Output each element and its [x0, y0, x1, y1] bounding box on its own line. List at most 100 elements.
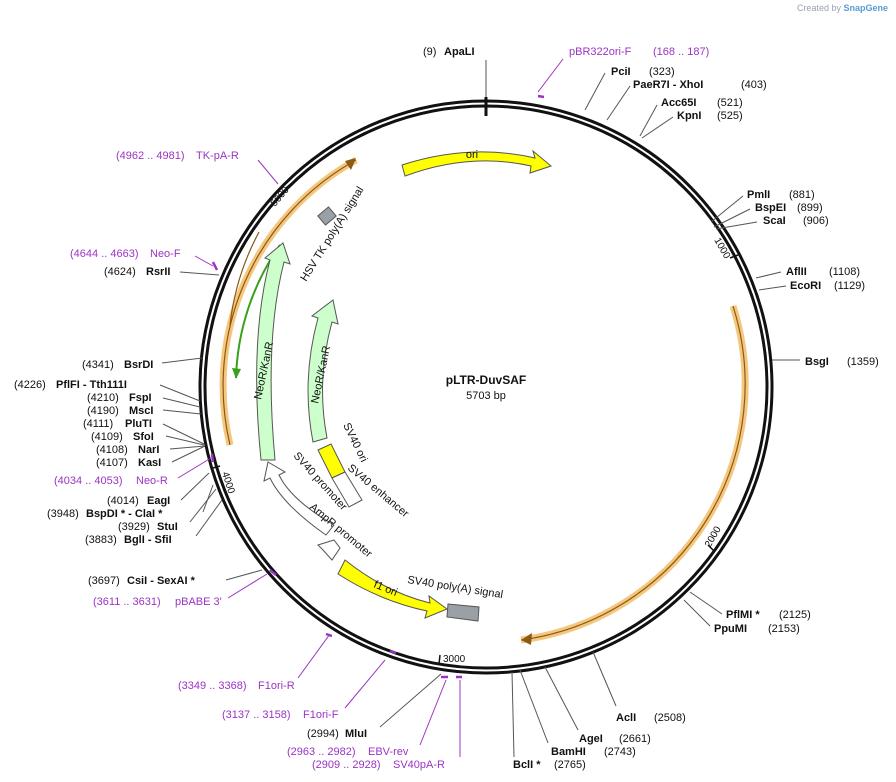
site-bsgi-name: BsgI — [805, 356, 829, 368]
feature-label-neor-outer: NeoR/KanR — [252, 341, 276, 401]
site-bamhi[interactable]: BamHI (2743) — [519, 669, 636, 758]
site-eagi[interactable]: (4014) EagI — [107, 472, 210, 507]
primer-pbabe-3-name: pBABE 3' — [175, 596, 222, 608]
site-bcli-name: BclI * — [513, 759, 541, 771]
primer-ebv-rev[interactable]: (2963 .. 2982) EBV-rev — [287, 675, 448, 758]
site-agei[interactable]: AgeI (2661) — [544, 666, 651, 745]
site-eagi-name: EagI — [147, 495, 170, 507]
site-rsrii-leader — [179, 271, 220, 276]
site-bsrdi-leader — [161, 357, 203, 364]
primer-sv40pa-r[interactable]: (2909 .. 2928) SV40pA-R — [312, 675, 462, 771]
tick-label-1000: 1000 — [711, 236, 732, 261]
primer-pbabe-3[interactable]: (3611 .. 3631) pBABE 3' — [93, 569, 277, 608]
site-kasi-leader — [171, 445, 206, 463]
site-acc65i[interactable]: Acc65I (521) — [639, 97, 743, 137]
site-mlui[interactable]: (2994) MluI — [307, 673, 442, 740]
primer-neo-f-range: (4644 .. 4663) — [70, 248, 139, 260]
site-rsrii[interactable]: (4624) RsrII — [104, 266, 220, 278]
site-bspei[interactable]: BspEI (899) — [713, 202, 823, 228]
site-aflii-name: AflII — [786, 266, 807, 278]
site-bsgi[interactable]: BsgI (1359) — [772, 356, 879, 368]
site-paer7i-pos: (403) — [741, 79, 767, 91]
site-kasi-name: KasI — [138, 457, 161, 469]
site-pmli-pos: (881) — [789, 189, 815, 201]
site-kasi[interactable]: (4107) KasI — [96, 445, 206, 469]
tick-mark-5000 — [285, 182, 293, 189]
site-pflfi-pos: (4226) — [14, 379, 46, 391]
site-pflmi-name: PflMI * — [726, 609, 760, 621]
site-pluti-pos: (4111) — [83, 418, 113, 430]
site-csii[interactable]: (3697) CsiI - SexAI * — [88, 569, 263, 587]
primer-f1ori-r-leader — [297, 633, 331, 679]
site-pflfi[interactable]: (4226) PflFI - Tth111I — [14, 379, 201, 402]
site-pmli-leader — [710, 195, 744, 223]
site-kpni[interactable]: KpnI (525) — [641, 110, 743, 139]
site-pluti-leader — [162, 423, 205, 445]
primer-neo-r[interactable]: (4034 .. 4053) Neo-R — [54, 453, 215, 487]
primer-f1ori-r[interactable]: (3349 .. 3368) F1ori-R — [178, 632, 333, 692]
site-pmli[interactable]: PmlI (881) — [710, 189, 815, 223]
feature-sv40-enhancer — [331, 471, 363, 508]
orf-arrowhead-green — [232, 368, 241, 379]
site-bgli-leader — [195, 499, 223, 537]
site-agei-pos: (2661) — [619, 733, 651, 745]
site-paer7i[interactable]: PaeR7I - XhoI (403) — [606, 79, 767, 121]
site-rsrii-name: RsrII — [146, 266, 170, 278]
site-sfoi-leader — [165, 435, 205, 446]
primer-pbr322ori-f[interactable]: pBR322ori-F (168 .. 187) — [537, 46, 709, 99]
site-bspdi[interactable]: (3948) BspDI * - ClaI * — [47, 484, 214, 520]
site-bcli[interactable]: BclI * (2765) — [511, 671, 586, 771]
site-msci[interactable]: (4190) MscI — [87, 405, 202, 417]
feature-neor-kanr-outer — [256, 242, 291, 461]
primer-f1ori-r-range: (3349 .. 3368) — [178, 680, 247, 692]
site-stui-name: StuI — [157, 521, 178, 533]
primer-pbabe-3-range: (3611 .. 3631) — [93, 596, 161, 608]
primer-pbr322ori-f-range: (168 .. 187) — [653, 46, 709, 58]
site-ecori[interactable]: EcoRI (1129) — [758, 280, 865, 292]
primer-tk-pa-r[interactable]: (4962 .. 4981) TK-pA-R — [116, 150, 279, 185]
site-bamhi-leader — [519, 669, 549, 744]
site-scai[interactable]: ScaI (906) — [715, 215, 829, 230]
feature-label-sv40-ori: SV40 ori — [340, 421, 369, 464]
site-ppumi[interactable]: PpuMI (2153) — [683, 599, 800, 635]
site-acc65i-leader — [639, 104, 658, 137]
site-pluti[interactable]: (4111) PluTI — [83, 418, 205, 445]
site-nari-name: NarI — [138, 444, 159, 456]
site-bsrdi[interactable]: (4341) BsrDI — [82, 357, 203, 371]
primer-sv40pa-r-name: SV40pA-R — [393, 759, 445, 771]
primer-tk-pa-r-range: (4962 .. 4981) — [116, 150, 185, 162]
site-kasi-pos: (4107) — [96, 457, 128, 469]
site-bsrdi-pos: (4341) — [82, 359, 114, 371]
site-bcli-pos: (2765) — [554, 759, 586, 771]
site-stui[interactable]: (3929) StuI — [118, 488, 217, 533]
site-pcii[interactable]: PciI (323) — [584, 66, 675, 111]
site-pflmi[interactable]: PflMI * (2125) — [689, 591, 811, 621]
site-acli-name: AclI — [616, 712, 636, 724]
feature-sv40-ori — [317, 443, 346, 479]
feature-label-hsv-tk: HSV TK poly(A) signal — [298, 185, 366, 284]
site-fspi[interactable]: (4210) FspI — [87, 392, 201, 408]
site-msci-pos: (4190) — [87, 405, 119, 417]
orf-line-left-2 — [229, 231, 260, 326]
site-kpni-name: KpnI — [677, 110, 701, 122]
site-agei-name: AgeI — [579, 733, 603, 745]
feature-label-ori: ori — [466, 149, 478, 161]
site-bgli[interactable]: (3883) BglI - SfiI — [85, 499, 223, 546]
site-nari[interactable]: (4108) NarI — [96, 444, 206, 456]
primer-f1ori-f[interactable]: (3137 .. 3158) F1ori-F — [222, 649, 397, 721]
primer-ebv-rev-name: EBV-rev — [368, 746, 409, 758]
primer-neo-f[interactable]: (4644 .. 4663) Neo-F — [70, 248, 219, 271]
site-bspei-pos: (899) — [797, 202, 823, 214]
site-nari-pos: (4108) — [96, 444, 128, 456]
snapgene-credit: Created by SnapGene — [797, 3, 888, 13]
primer-neo-r-name: Neo-R — [136, 475, 168, 487]
site-msci-leader — [162, 409, 202, 415]
site-acli[interactable]: AclI (2508) — [592, 651, 686, 724]
site-agei-leader — [544, 666, 579, 731]
site-aflii[interactable]: AflII (1108) — [755, 266, 860, 279]
snapgene-logo: SnapGene — [843, 3, 888, 13]
tick-label-3000: 3000 — [443, 654, 466, 665]
site-sfoi[interactable]: (4109) SfoI — [91, 431, 205, 446]
site-apali[interactable]: (9) ApaLI — [423, 46, 487, 97]
site-aflii-leader — [755, 271, 782, 279]
